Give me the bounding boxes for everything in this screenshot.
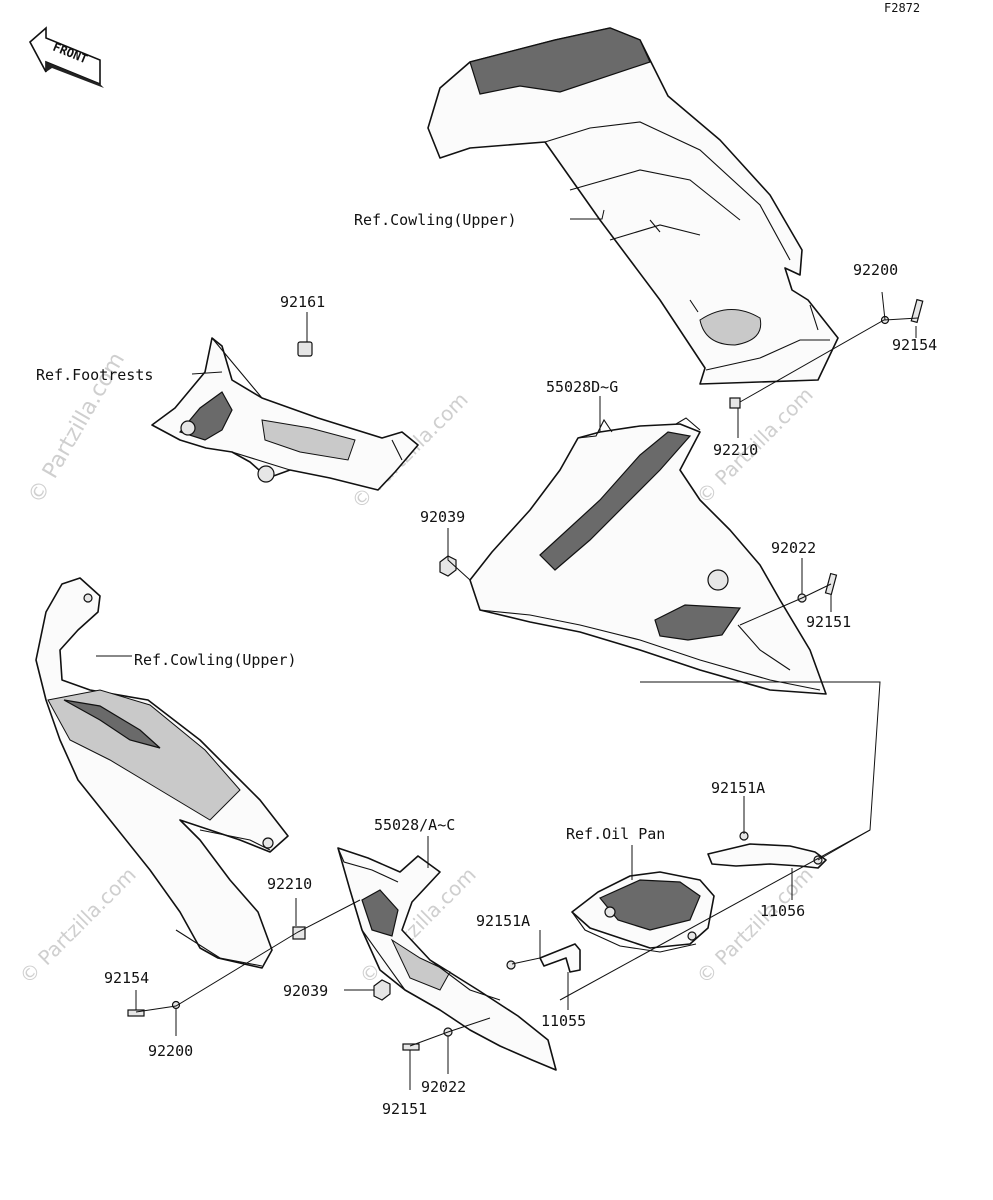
label-92151a-top: 92151A	[711, 779, 765, 797]
label-92210-left: 92210	[267, 875, 312, 893]
label-55028d-g: 55028D~G	[546, 378, 618, 396]
label-92151-bottom: 92151	[382, 1100, 427, 1118]
label-92161: 92161	[280, 293, 325, 311]
label-ref-oil-pan: Ref.Oil Pan	[566, 825, 665, 843]
watermark-bottom-right: © Partzilla.com	[692, 862, 818, 988]
label-92200-left: 92200	[148, 1042, 193, 1060]
label-ref-cowling-upper-left: Ref.Cowling(Upper)	[134, 651, 297, 669]
label-92210-top: 92210	[713, 441, 758, 459]
upper-cowling-left	[35, 577, 289, 969]
leader-lines	[96, 209, 919, 1090]
front-arrow-icon: FRONT	[28, 26, 104, 88]
diagram-code: F2872	[884, 1, 920, 15]
label-11056: 11056	[760, 902, 805, 920]
side-cowl-55028-a-c	[337, 847, 557, 1071]
label-92154-top: 92154	[892, 336, 937, 354]
bracket-11056	[707, 843, 827, 869]
label-92200-top: 92200	[853, 261, 898, 279]
oil-pan	[571, 871, 715, 953]
label-ref-footrests: Ref.Footrests	[36, 366, 153, 384]
part-labels: Ref.Cowling(Upper) 92200 92154 92161 Ref…	[36, 211, 937, 1118]
label-92039-bottom: 92039	[283, 982, 328, 1000]
footrest-bracket	[151, 337, 419, 491]
label-11055: 11055	[541, 1012, 586, 1030]
part-92210-collar-top	[729, 397, 741, 409]
label-55028-a-c: 55028/A~C	[374, 816, 455, 834]
part-92039-nut-bottom	[373, 979, 391, 1001]
label-92022-bottom: 92022	[421, 1078, 466, 1096]
side-cowl-55028d-g	[469, 417, 827, 695]
label-92151-top: 92151	[806, 613, 851, 631]
upper-cowling-right	[427, 27, 839, 385]
label-ref-cowling-upper-top: Ref.Cowling(Upper)	[354, 211, 517, 229]
label-92022-top: 92022	[771, 539, 816, 557]
label-92039-top: 92039	[420, 508, 465, 526]
part-92151a-bolt-mid	[506, 960, 516, 970]
bracket-11055	[539, 943, 581, 973]
part-92151-bolt-bottom	[402, 1043, 420, 1051]
label-92151a-mid: 92151A	[476, 912, 530, 930]
part-92161-damper	[297, 341, 313, 357]
label-92154-left: 92154	[104, 969, 149, 987]
part-92154-bolt-top	[910, 298, 924, 324]
